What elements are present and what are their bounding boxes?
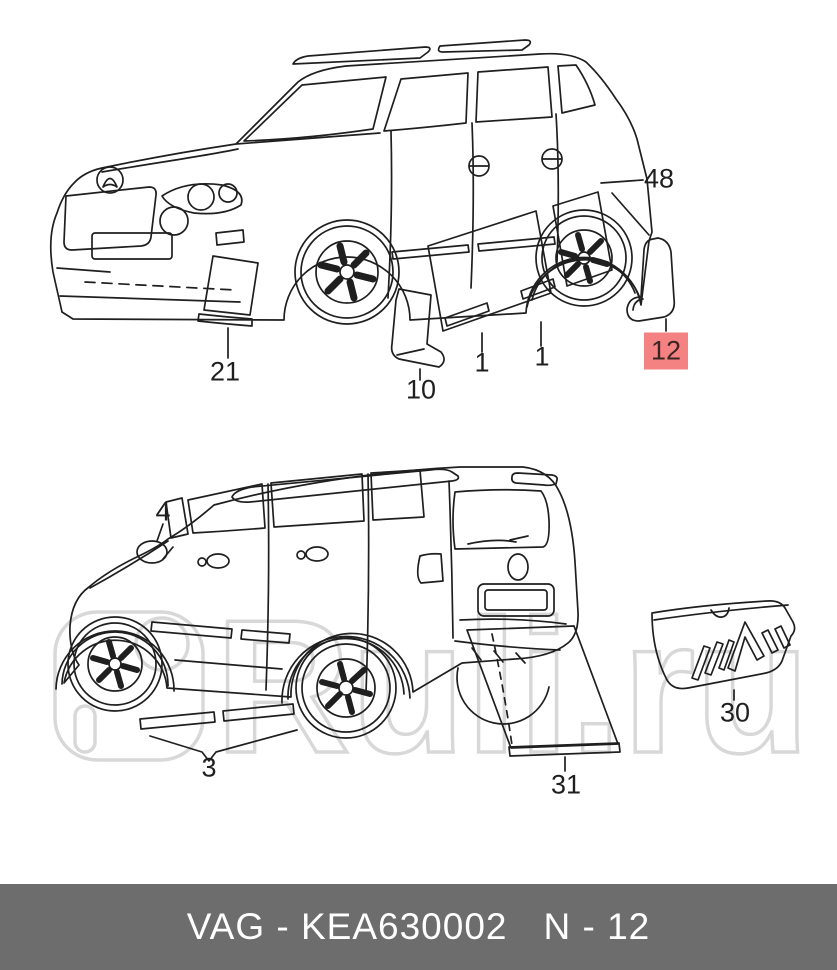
part-10-mudflap	[390, 288, 445, 368]
rear-wheel-bottom-view	[295, 637, 397, 739]
callout-30[interactable]: 30	[719, 697, 751, 728]
license-plate	[91, 232, 173, 260]
front-wheel-bottom-view	[67, 616, 163, 712]
bottom-vehicle-drawing	[55, 466, 796, 772]
callout-21[interactable]: 21	[209, 356, 241, 387]
door-handles-rear-view	[197, 546, 329, 569]
part-1-films	[427, 191, 613, 332]
watermark-logo-icon	[53, 610, 205, 762]
rear-wheel	[535, 209, 633, 307]
callout-3[interactable]: 3	[201, 752, 217, 783]
part-21-film	[197, 255, 259, 327]
callout-10[interactable]: 10	[405, 374, 437, 405]
brand-badge	[96, 166, 124, 194]
side-mirror	[136, 540, 174, 564]
rear-badge	[507, 553, 529, 581]
callout-1-right[interactable]: 1	[534, 341, 550, 372]
callout-48[interactable]: 48	[643, 163, 675, 194]
grille	[63, 186, 157, 251]
wheel-arch-trim	[526, 259, 641, 308]
leader-lines-bottom	[156, 523, 735, 772]
callout-4[interactable]: 4	[155, 496, 171, 527]
callout-31[interactable]: 31	[550, 769, 582, 800]
part-31-sheet	[466, 625, 621, 757]
fog-light	[159, 206, 189, 236]
catalog-code: VAG - KEA630002	[186, 906, 508, 947]
front-wheel	[294, 219, 400, 325]
door-handles	[468, 148, 563, 177]
rear-window	[452, 488, 550, 550]
top-vehicle-drawing	[49, 39, 676, 381]
part-30-mudflap	[651, 600, 796, 690]
part-12-mudflap	[626, 237, 676, 322]
leader-lines-top	[227, 179, 667, 381]
callout-1-left[interactable]: 1	[474, 347, 490, 378]
page-code: N - 12	[543, 906, 651, 947]
vehicle-line-art	[49, 39, 796, 772]
part-3-films	[139, 703, 298, 762]
taillight	[416, 552, 444, 584]
footer-bar: VAG - KEA630002 N - 12	[0, 884, 837, 970]
callout-12-highlighted[interactable]: 12	[644, 332, 688, 370]
plate-recess	[477, 583, 555, 617]
